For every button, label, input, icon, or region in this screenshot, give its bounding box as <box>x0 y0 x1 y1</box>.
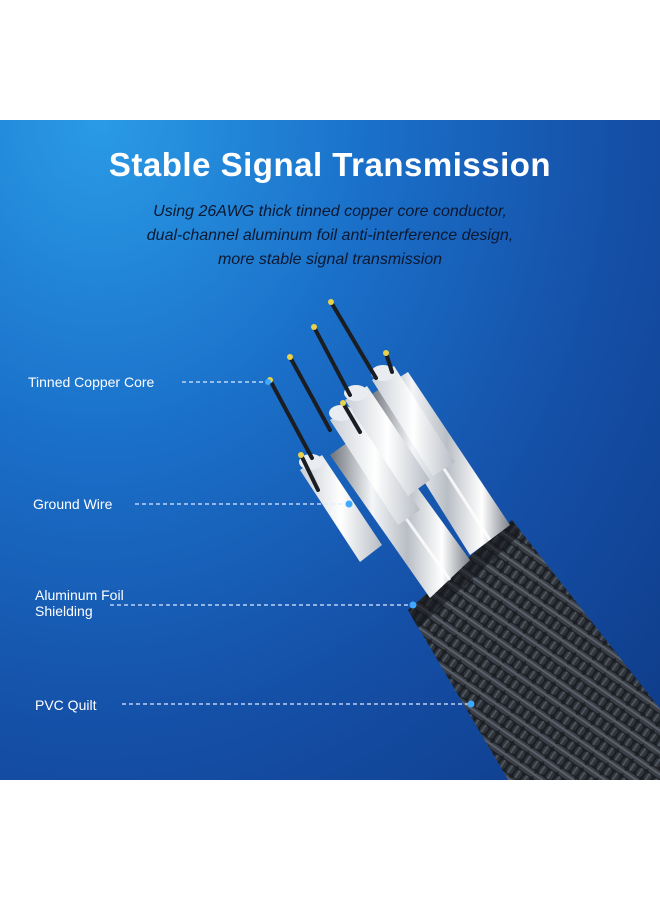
page-title: Stable Signal Transmission <box>108 146 552 183</box>
description-line-1: Using 26AWG thick tinned copper core con… <box>153 203 507 220</box>
pvc-braided-jacket <box>408 520 660 780</box>
description: Using 26AWG thick tinned copper core con… <box>0 200 660 272</box>
insulated-cores <box>299 365 455 562</box>
description-line-2: dual-channel aluminum foil anti-interfer… <box>146 227 514 244</box>
callout-leaders <box>110 381 468 705</box>
label-aluminum-foil-line1: Aluminum Foil <box>35 587 124 603</box>
label-tinned-copper-core: Tinned Copper Core <box>28 374 155 390</box>
tinned-copper-conductors <box>268 300 394 492</box>
callout-dots <box>265 379 475 708</box>
label-pvc-quilt: PVC Quilt <box>35 697 97 713</box>
conductor-tips <box>267 299 389 458</box>
label-ground-wire: Ground Wire <box>33 496 113 512</box>
label-aluminum-foil-line2: Shielding <box>35 603 93 619</box>
description-line-3: more stable signal transmission <box>217 251 443 268</box>
